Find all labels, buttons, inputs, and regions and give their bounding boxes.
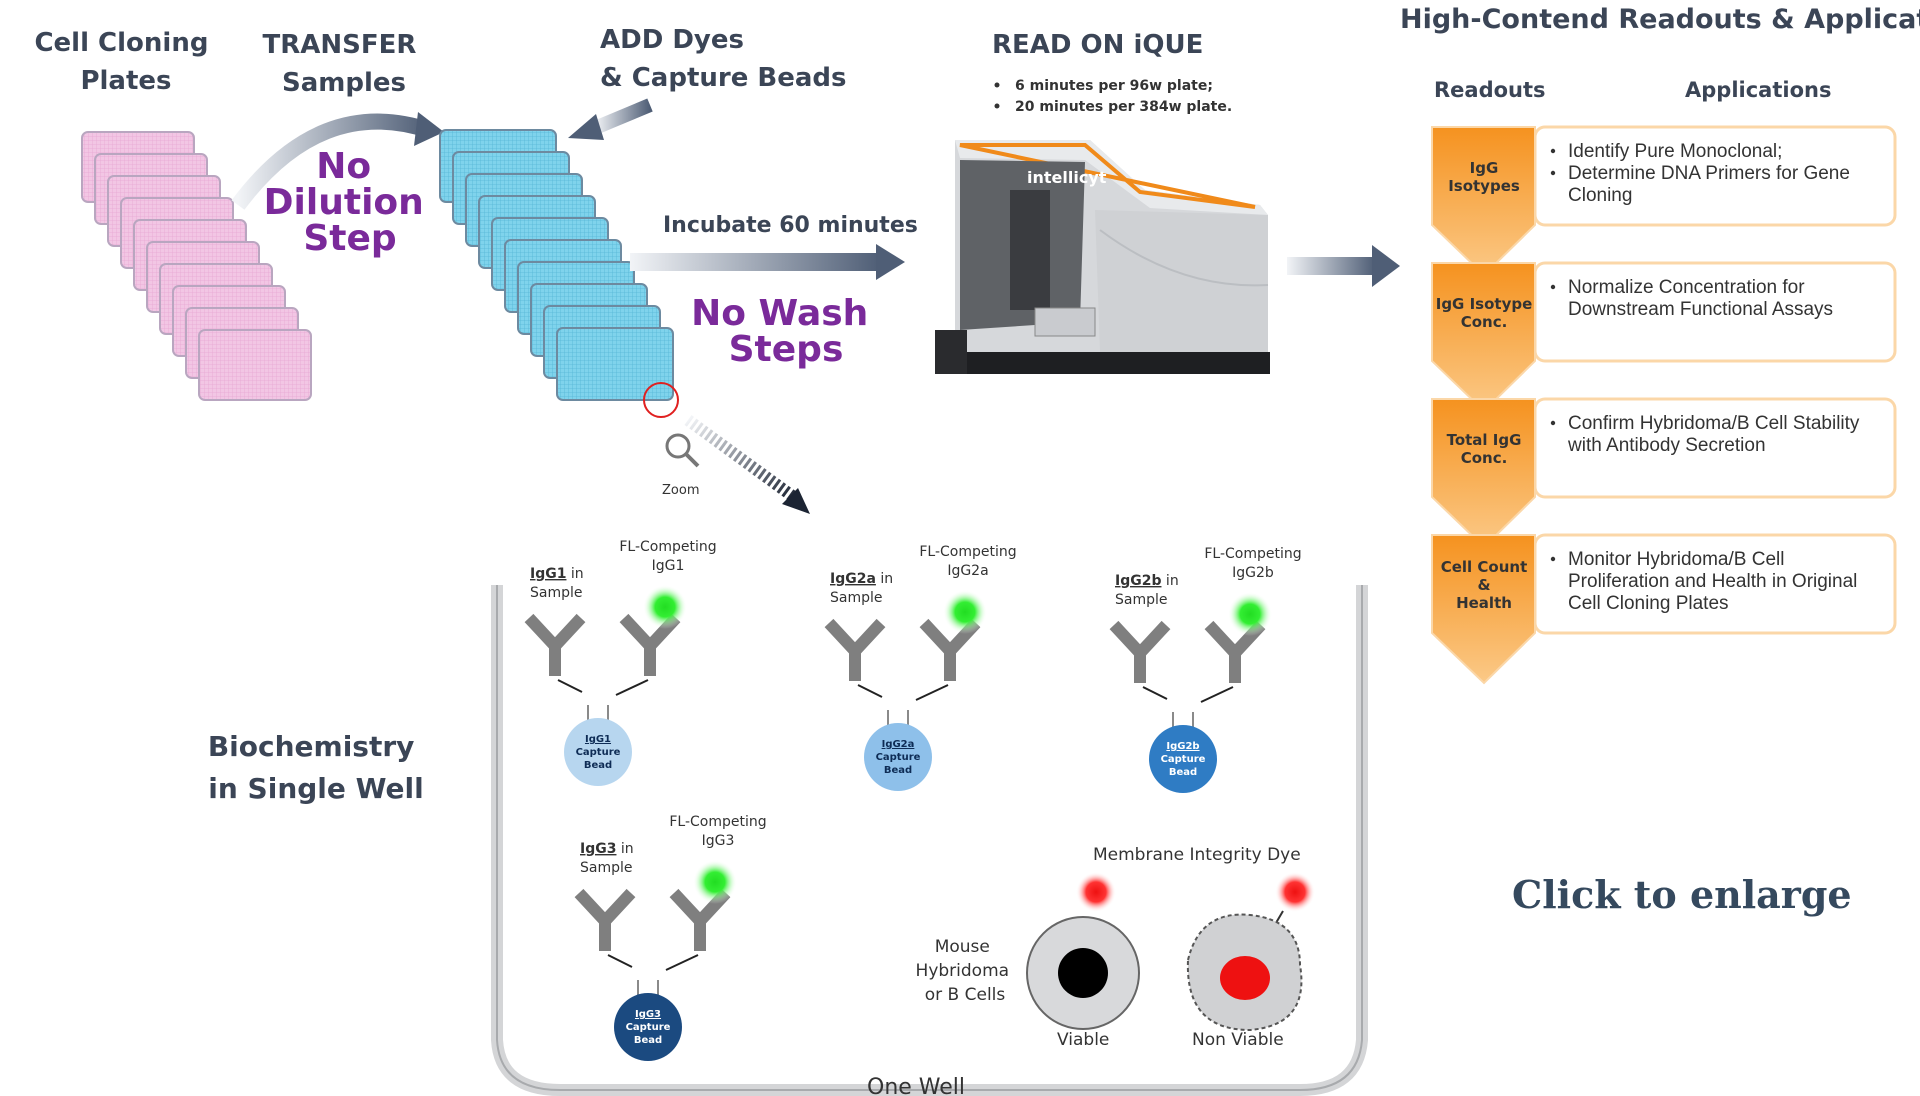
non-viable-cell-icon [1186, 913, 1303, 1032]
sample-antibody-icon [824, 618, 886, 681]
readout-chevron [1431, 126, 1536, 277]
viable-cell-icon [1026, 916, 1140, 1030]
zoom-label: Zoom [662, 483, 699, 498]
application-text: Identify Pure Monoclonal; [1568, 141, 1782, 162]
one-well-label: One Well [867, 1075, 965, 1096]
click-to-enlarge-link[interactable]: Click to enlarge [1512, 872, 1852, 917]
membrane-dye-label: Membrane Integrity Dye [1093, 845, 1301, 865]
zoom-magnifier-icon [665, 433, 700, 468]
capture-bead-icon [864, 723, 932, 791]
high-content-title: High-Contend Readouts & Applications [1400, 4, 1920, 35]
sample-plates-stack [439, 129, 674, 401]
sample-label: IgG1 in [530, 566, 584, 582]
application-text: Cloning [1568, 185, 1632, 206]
sample-word: Sample [1115, 592, 1168, 608]
readout-label: Cell Count&Health [1441, 558, 1528, 612]
ique-instrument-image: intellicyt [935, 140, 1270, 374]
readout-chevron [1431, 398, 1536, 549]
application-text: Cell Cloning Plates [1568, 593, 1729, 614]
non-viable-label: Non Viable [1192, 1030, 1284, 1050]
fluorescent-dye-icon [693, 860, 737, 904]
application-text: Confirm Hybridoma/B Cell Stability [1568, 413, 1860, 434]
fluorescent-dye-icon [943, 590, 987, 634]
application-text: Determine DNA Primers for Gene [1568, 163, 1850, 184]
sample-label: IgG3 in [580, 841, 634, 857]
fluorescent-dye-icon [1228, 592, 1272, 636]
application-text: Proliferation and Health in Original [1568, 571, 1857, 592]
sample-label: IgG2b in [1115, 573, 1179, 589]
cell-cloning-plates-heading: Cell Cloning Plates [34, 28, 217, 96]
sample-antibody-icon [524, 613, 586, 676]
biochemistry-title: Biochemistry in Single Well [208, 730, 424, 805]
readout-chevron [1431, 262, 1536, 413]
incubate-label: Incubate 60 minutes [663, 213, 918, 238]
sample-word: Sample [830, 590, 883, 606]
application-text: Monitor Hybridoma/B Cell [1568, 549, 1784, 570]
zoom-callout: Zoom [643, 382, 810, 514]
read-on-ique-heading: READ ON iQUE [992, 30, 1203, 60]
svg-text:6 minutes per 96w plate;: 6 minutes per 96w plate; [1015, 78, 1213, 94]
plate [556, 327, 674, 401]
incubate-arrow [630, 244, 905, 280]
readout-chevron [1431, 534, 1536, 685]
read-time-bullets: 6 minutes per 96w plate; 20 minutes per … [994, 78, 1232, 115]
application-text: with Antibody Secretion [1567, 435, 1766, 456]
sample-word: Sample [580, 860, 633, 876]
instrument-brand-label: intellicyt [1027, 168, 1107, 187]
add-dyes-heading: ADD Dyes & Capture Beads [600, 25, 847, 93]
sample-word: Sample [530, 585, 583, 601]
svg-text:20 minutes per 384w plate.: 20 minutes per 384w plate. [1015, 99, 1232, 115]
viable-label: Viable [1057, 1030, 1109, 1050]
transfer-samples-heading: TRANSFER Samples [263, 30, 426, 98]
capture-bead-icon [1149, 725, 1217, 793]
sample-antibody-icon [574, 888, 636, 951]
transfer-arrow [231, 112, 444, 210]
zoom-target-circle [643, 382, 679, 418]
fluorescent-dye-icon [643, 585, 687, 629]
applications-column-header: Applications [1685, 78, 1831, 102]
cell-type-label: Mouse Hybridoma or B Cells [916, 937, 1015, 1005]
no-dilution-step-label: No Dilution Step [264, 146, 437, 259]
readouts-column-header: Readouts [1434, 78, 1546, 102]
to-readouts-arrow [1287, 245, 1400, 287]
readout-row: Cell Count&Health Monitor Hybridoma/B Cel… [1431, 533, 1897, 685]
single-well [491, 585, 1368, 1096]
sample-label: IgG2a in [830, 571, 893, 587]
cell-cloning-plates-stack [81, 131, 312, 401]
application-text: Normalize Concentration for [1568, 277, 1805, 298]
capture-bead-icon [564, 718, 632, 786]
application-text: Downstream Functional Assays [1568, 299, 1833, 320]
plate [198, 329, 312, 401]
add-dyes-arrow [568, 98, 653, 140]
capture-bead-icon [614, 993, 682, 1061]
membrane-dye-nonviable-icon [1275, 872, 1315, 912]
no-wash-steps-label: No Wash Steps [691, 293, 881, 370]
membrane-dye-viable-icon [1076, 872, 1116, 912]
sample-antibody-icon [1109, 620, 1171, 683]
